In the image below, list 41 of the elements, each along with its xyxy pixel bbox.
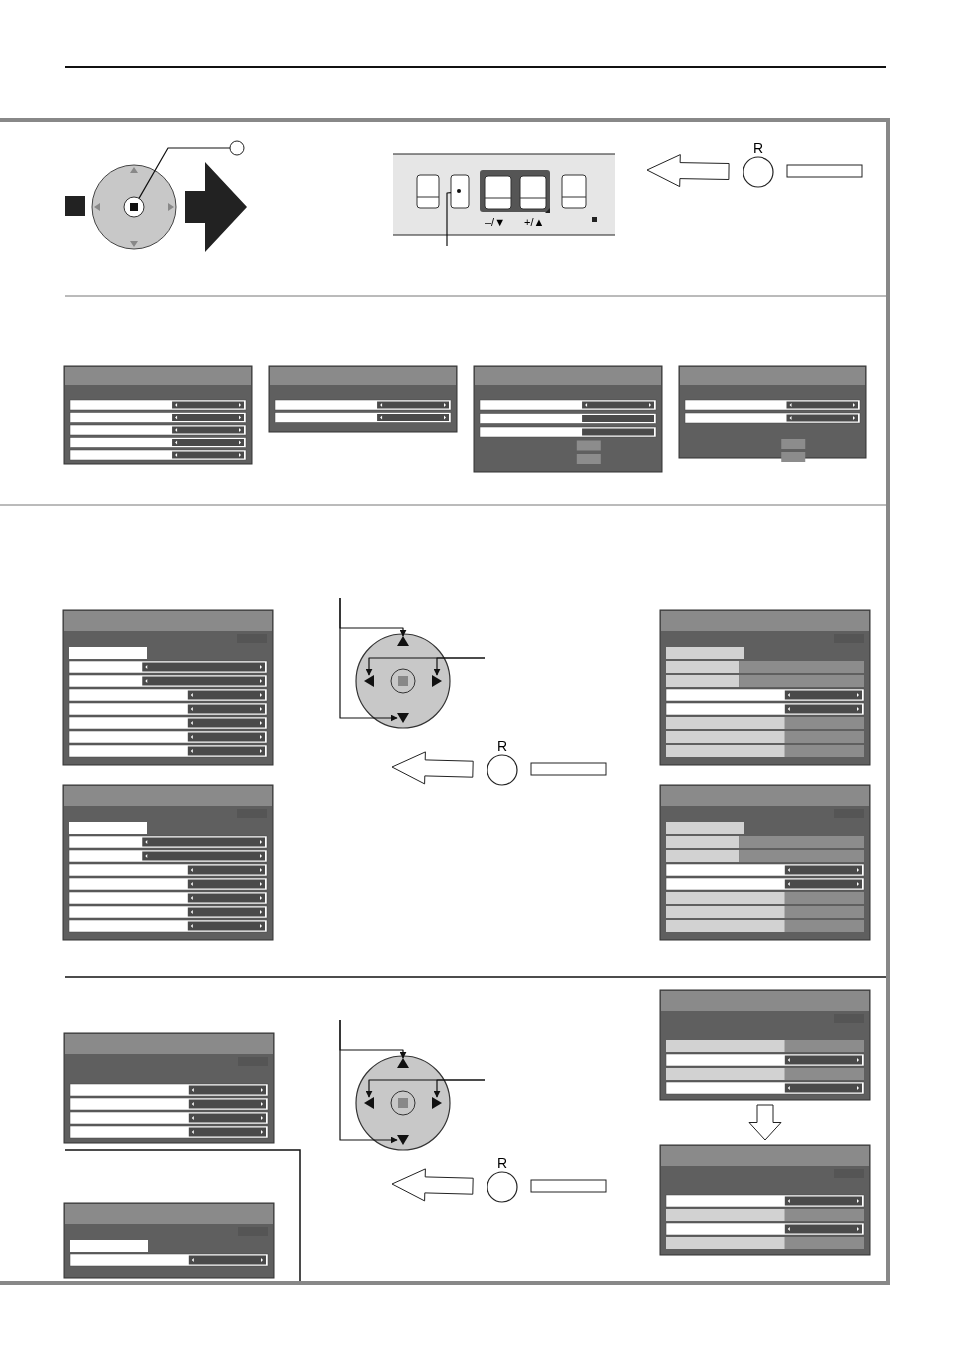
menu-screen bbox=[62, 609, 274, 766]
pad-arrow-mark bbox=[432, 1097, 442, 1109]
pad-arrow-mark bbox=[397, 1058, 409, 1068]
button-caption: –/▼ bbox=[485, 216, 506, 228]
center-button bbox=[123, 196, 145, 218]
leader-line bbox=[339, 1019, 398, 1144]
pad-arrow-mark bbox=[397, 636, 409, 646]
button-label: R bbox=[751, 141, 765, 155]
menu-screen bbox=[62, 784, 274, 941]
pad-arrow-mark bbox=[432, 675, 442, 687]
label-box bbox=[530, 762, 607, 776]
arrow bbox=[391, 751, 474, 785]
menu-screen bbox=[63, 1202, 275, 1279]
leader-line bbox=[433, 657, 486, 676]
menu-screen bbox=[678, 365, 867, 462]
arrow bbox=[646, 154, 730, 188]
button-label: R bbox=[495, 739, 509, 753]
menu-screen bbox=[659, 989, 871, 1101]
label-box bbox=[530, 1179, 607, 1193]
leader-line bbox=[138, 147, 231, 199]
button-label: R bbox=[495, 1156, 509, 1170]
button-caption: +/▲ bbox=[524, 216, 545, 228]
leader-line bbox=[339, 597, 398, 722]
pad-arrow-mark bbox=[397, 713, 409, 723]
label-box bbox=[786, 164, 863, 178]
arrow bbox=[748, 1104, 782, 1141]
panel-button bbox=[450, 174, 470, 209]
menu-screen bbox=[659, 609, 871, 766]
leader-line bbox=[446, 191, 452, 247]
pad-arrow-mark bbox=[364, 675, 374, 687]
leader-line bbox=[433, 1079, 486, 1098]
callout-circle bbox=[229, 140, 245, 156]
menu-screen bbox=[63, 365, 253, 465]
menu-screen bbox=[473, 365, 663, 473]
arrow bbox=[391, 1168, 474, 1202]
menu-screen bbox=[63, 1032, 275, 1144]
menu-screen bbox=[659, 784, 871, 941]
pad-arrow-mark bbox=[364, 1097, 374, 1109]
pad-arrow-mark bbox=[397, 1135, 409, 1145]
menu-screen bbox=[268, 365, 458, 433]
menu-screen bbox=[659, 1144, 871, 1256]
